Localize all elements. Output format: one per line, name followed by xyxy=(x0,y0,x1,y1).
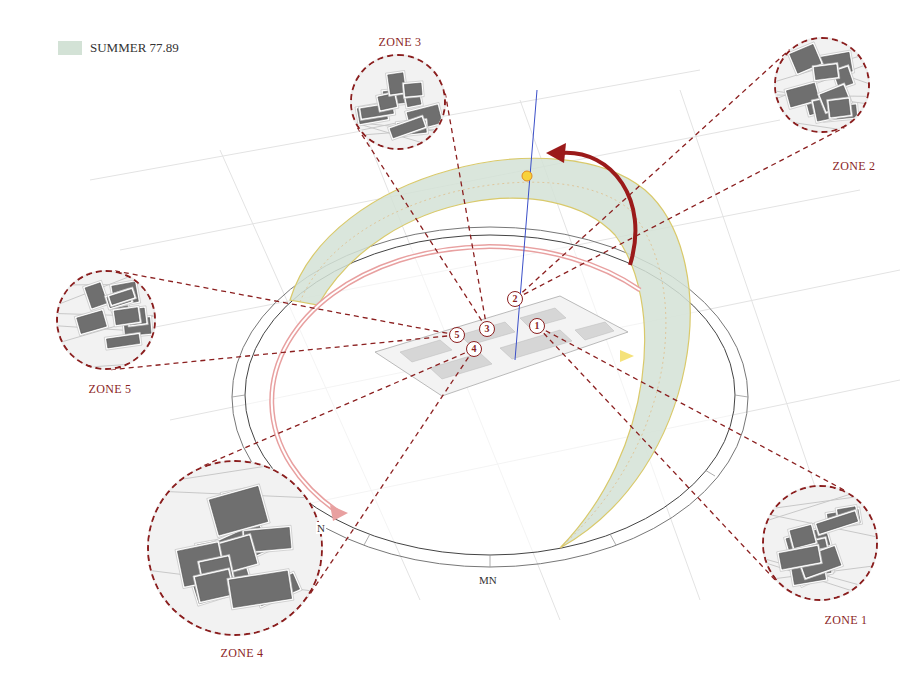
legend-swatch xyxy=(58,41,82,55)
zone-map-illustration xyxy=(58,272,154,368)
callout-number: 4 xyxy=(472,344,477,354)
callout-circle: 5 xyxy=(449,327,465,343)
callout-number: 3 xyxy=(485,324,490,334)
zone-label: ZONE 4 xyxy=(219,646,266,661)
sight-line xyxy=(111,271,447,370)
sight-line xyxy=(544,331,848,583)
zone-circle: ZONE 2 xyxy=(774,37,870,133)
zone-clip xyxy=(149,462,321,634)
zone-circle: ZONE 4 xyxy=(147,460,323,636)
sight-line xyxy=(522,50,844,295)
callout-circle: 2 xyxy=(507,291,523,307)
callout-number: 5 xyxy=(455,330,460,340)
zone-label: ZONE 5 xyxy=(87,382,134,397)
zone-label: ZONE 2 xyxy=(831,159,878,174)
callout-circle: 4 xyxy=(466,341,482,357)
zone-map-illustration xyxy=(776,39,868,131)
legend-text: SUMMER 77.89 xyxy=(90,40,179,56)
callout-circle: 1 xyxy=(529,318,545,334)
zone-map-illustration xyxy=(149,462,321,634)
zone-circle: ZONE 3 xyxy=(350,54,446,150)
zone-label: ZONE 1 xyxy=(823,613,870,628)
callout-circle: 3 xyxy=(479,321,495,337)
zone-clip xyxy=(58,272,154,368)
zone-map-illustration xyxy=(352,56,444,148)
zone-circle: ZONE 5 xyxy=(56,270,156,370)
zone-clip xyxy=(776,39,868,131)
compass-label: N xyxy=(316,522,326,534)
callout-number: 2 xyxy=(513,294,518,304)
zone-map-illustration xyxy=(764,487,876,599)
zone-clip xyxy=(764,487,876,599)
zone-circle: ZONE 1 xyxy=(762,485,878,601)
zone-clip xyxy=(352,56,444,148)
legend: SUMMER 77.89 xyxy=(58,40,179,56)
zone-label: ZONE 3 xyxy=(377,35,424,50)
legend-row: SUMMER 77.89 xyxy=(58,40,179,56)
callout-number: 1 xyxy=(535,321,540,331)
compass-label: MN xyxy=(478,574,498,586)
